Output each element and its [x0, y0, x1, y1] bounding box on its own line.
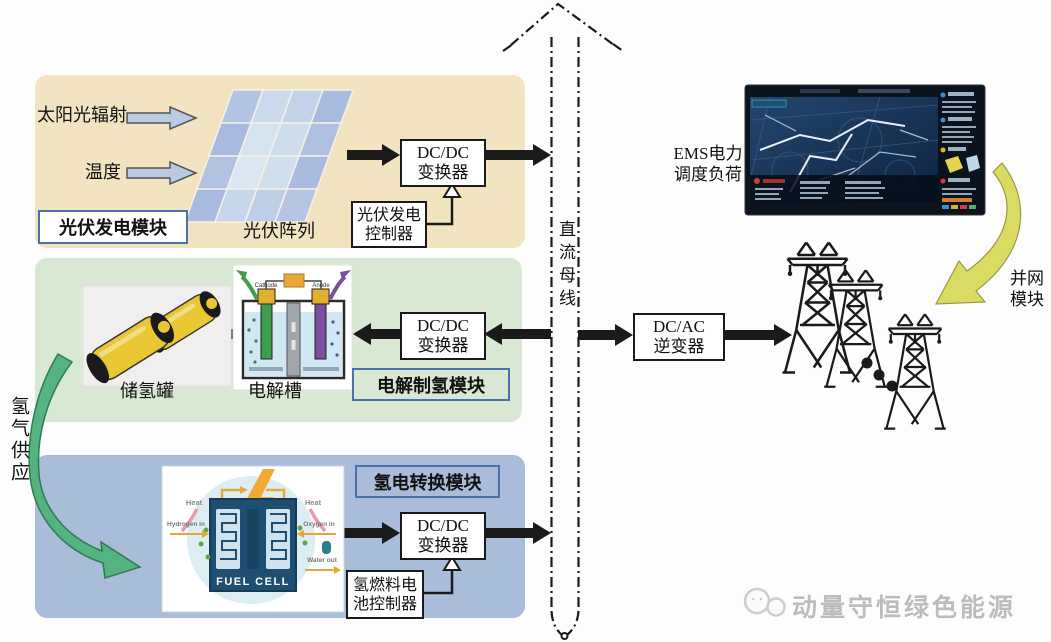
watermark-text: 动量守恒绿色能源: [792, 594, 1017, 622]
grid-module-label: 并网 模块: [1010, 269, 1044, 309]
tank-caption: 储氢罐: [120, 381, 174, 401]
ems-dashboard-image: [744, 84, 986, 216]
pv-controller: 光伏发电控制器: [351, 201, 427, 248]
transmission-towers-image: [781, 241, 947, 430]
hydrogen-supply-label: 氢气供应: [8, 396, 29, 484]
ems-label: EMS电力 调度负荷: [673, 144, 743, 184]
electrolysis-module-label: 电解制氢模块: [352, 368, 510, 401]
solar-radiation-label: 太阳光辐射: [37, 105, 127, 125]
wechat-bubbles-icon: [743, 587, 786, 617]
electrolyzer-caption: 电解槽: [248, 381, 302, 401]
fuelcell-module-label: 氢电转换模块: [355, 465, 500, 498]
pv-array-caption: 光伏阵列: [243, 221, 315, 241]
temperature-label: 温度: [85, 162, 121, 182]
pv-module-label: 光伏发电模块: [38, 210, 188, 244]
fuelcell-controller: 氢燃料电池控制器: [346, 570, 424, 619]
ellipsis-dots: [861, 357, 898, 392]
dc-bus-label: 直流母线: [556, 220, 575, 312]
